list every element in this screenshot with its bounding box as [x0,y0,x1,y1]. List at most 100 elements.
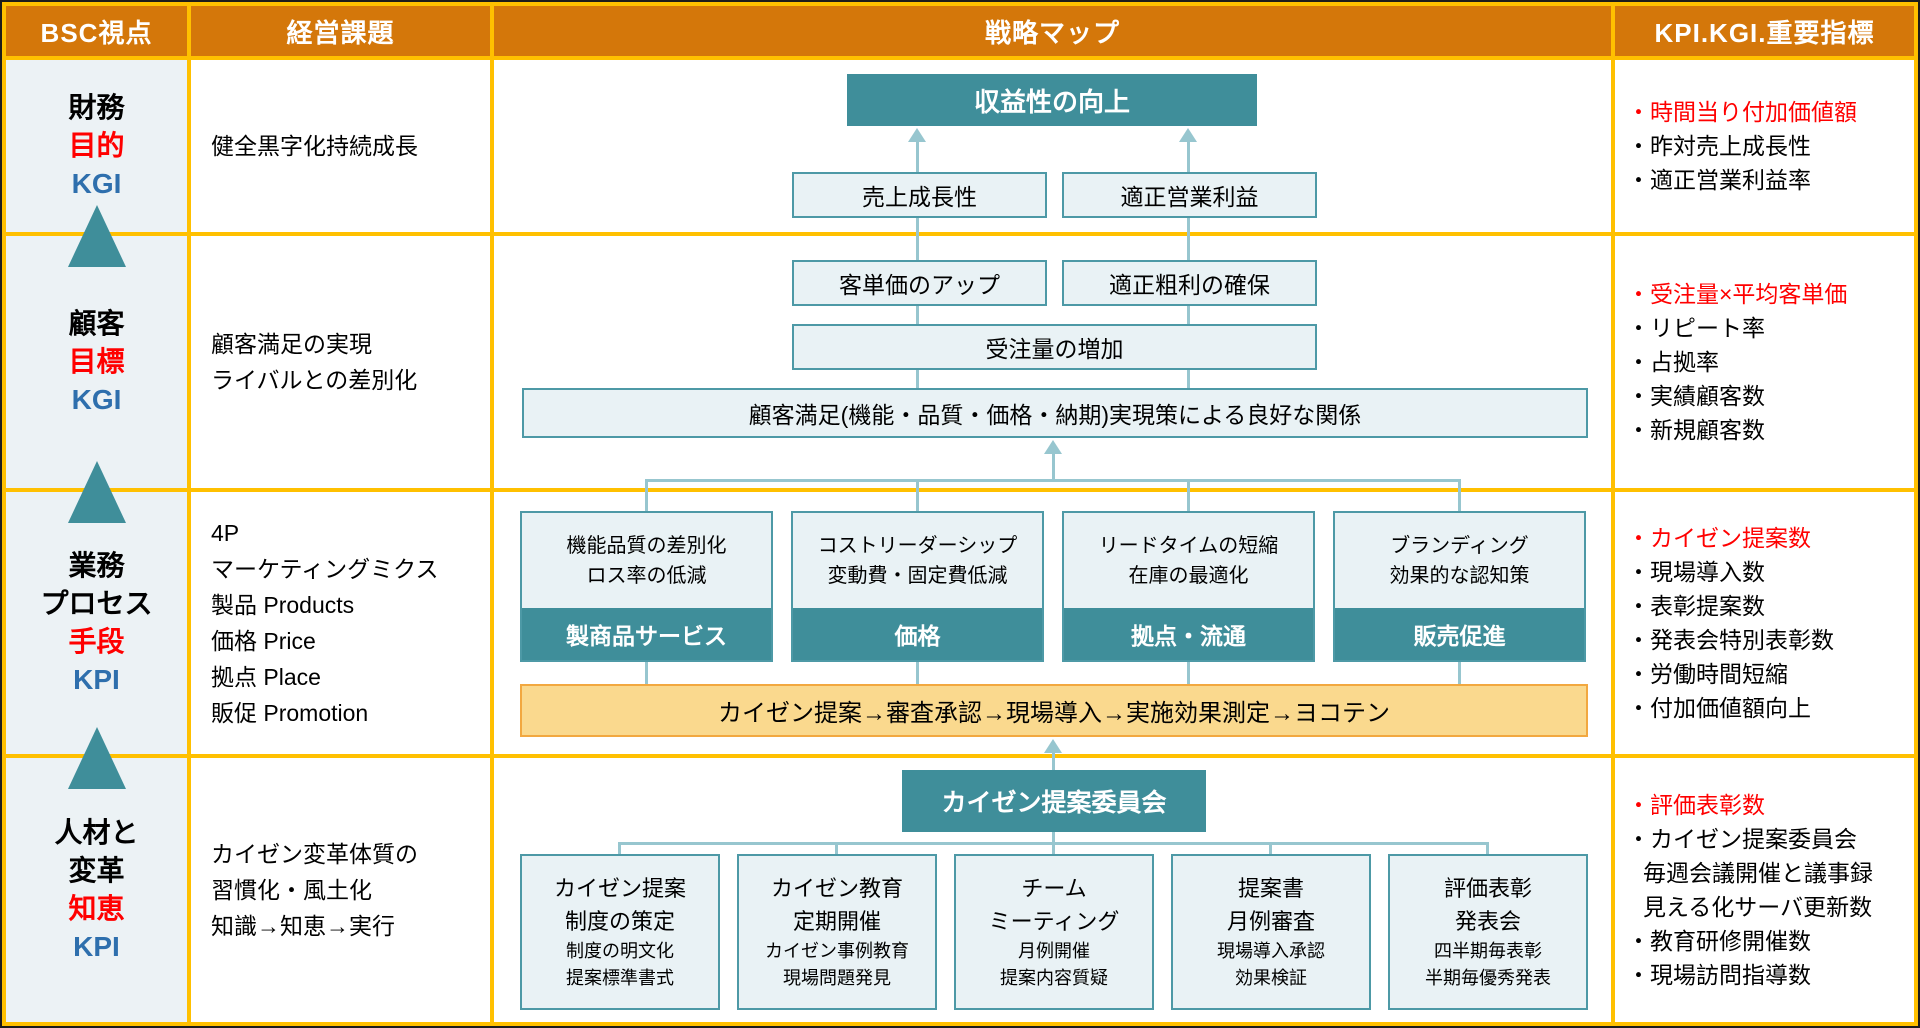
box-sales-growth: 売上成長性 [792,172,1047,218]
perspective-arrow-icon [68,461,126,523]
arrow-up-icon [908,128,926,142]
perspective-goal: 目的 [68,130,125,161]
perspective-people: 人材と 変革 知恵 KPI [6,758,187,1022]
perspective-finance: 財務 目的 KGI [6,60,187,232]
connector-line [645,479,1461,482]
perspective-goal: 目標 [68,346,125,377]
kaizen-flow-bar: カイゼン提案→審査承認→現場導入→実施効果測定→ヨコテン [520,684,1588,737]
box-product-service: 機能品質の差別化 ロス率の低減 製商品サービス [520,511,773,662]
box-band-label: 価格 [793,608,1042,660]
kpi-line: ・リピート率 [1627,315,1765,341]
header-label: KPI.KGI.重要指標 [1654,17,1875,48]
box-award-presentation: 評価表彰 発表会 四半期毎表彰 半期毎優秀発表 [1388,854,1588,1010]
header-bsc-perspective: BSC視点 [6,6,187,56]
kpi-line: ・占拠率 [1627,349,1719,375]
connector-line [618,842,621,854]
perspective-metric: KGI [71,384,122,415]
kpi-line: ・労働時間短縮 [1627,661,1788,687]
box-team-meeting: チーム ミーティング 月例開催 提案内容質疑 [954,854,1154,1010]
kpi-line: ・時間当り付加価値額 [1627,99,1857,125]
kpi-line: ・実績顧客数 [1627,383,1765,409]
connector-line [1187,370,1190,388]
box-operating-profit: 適正営業利益 [1062,172,1317,218]
box-label: 受注量の増加 [985,336,1124,362]
kpi-line: ・昨対売上成長性 [1627,133,1811,159]
arrow-up-icon [1179,128,1197,142]
connector-line [1187,306,1190,324]
box-price: コストリーダーシップ 変動費・固定費低減 価格 [791,511,1044,662]
perspective-name: 財務 [68,92,125,123]
box-label: 顧客満足(機能・品質・価格・納期)実現策による良好な関係 [748,402,1362,428]
box-proposal-system: カイゼン提案 制度の策定 制度の明文化 提案標準書式 [520,854,720,1010]
perspective-goal: 知恵 [68,893,125,924]
issue-text: 健全黒字化持続成長 [211,133,418,159]
perspective-metric: KPI [73,931,120,962]
kpi-line: ・表彰提案数 [1627,593,1765,619]
header-label: BSC視点 [40,17,153,48]
connector-line [1187,662,1190,684]
box-sublabel: 制度の明文化 提案標準書式 [566,941,674,988]
connector-line [1052,753,1055,770]
box-label: 適正営業利益 [1120,184,1259,210]
perspective-arrow-icon [68,205,126,267]
issue-people: カイゼン変革体質の 習慣化・風土化 知識→知恵→実行 [191,758,490,1022]
header-label: 経営課題 [286,17,395,48]
box-label: カイゼン提案 制度の策定 [553,876,686,934]
kpi-line: ・現場訪問指導数 [1627,962,1811,988]
box-proposal-review: 提案書 月例審査 現場導入承認 効果検証 [1171,854,1371,1010]
box-gross-margin: 適正粗利の確保 [1062,260,1317,306]
box-label: 客単価のアップ [839,272,1000,298]
kpi-line: ・新規顧客数 [1627,417,1765,443]
kaizen-flow-label: カイゼン提案→審査承認→現場導入→実施効果測定→ヨコテン [718,700,1390,727]
box-label: チーム ミーティング [988,876,1120,934]
box-label: ブランディング 効果的な認知策 [1389,534,1530,587]
kpi-line: ・カイゼン提案数 [1627,525,1811,551]
connector-line [916,218,919,260]
kpi-line: ・発表会特別表彰数 [1627,627,1834,653]
box-label: コストリーダーシップ 変動費・固定費低減 [817,534,1018,587]
header-label: 戦略マップ [984,17,1120,48]
connector-line [1187,218,1190,260]
box-band-label: 販売促進 [1335,608,1584,660]
kpi-line: ・受注量×平均客単価 [1627,281,1848,307]
issue-text: 4P マーケティングミクス 製品 Products 価格 Price 拠点 Pl… [211,520,439,726]
connector-line [1052,453,1055,481]
box-sublabel: 月例開催 提案内容質疑 [1000,941,1108,988]
box-sublabel: カイゼン事例教育 現場問題発見 [765,941,909,988]
box-location-distribution: リードタイムの短縮 在庫の最適化 拠点・流通 [1062,511,1315,662]
header-strategy-map: 戦略マップ [494,6,1611,56]
box-band-label: 製商品サービス [522,608,771,660]
arrow-up-icon [1044,440,1062,454]
connector-line [645,479,648,511]
connector-line [1187,479,1190,511]
box-band-label: 拠点・流通 [1064,608,1313,660]
box-customer-satisfaction: 顧客満足(機能・品質・価格・納期)実現策による良好な関係 [522,388,1588,438]
kpi-customer: ・受注量×平均客単価 ・リピート率 ・占拠率 ・実績顧客数 ・新規顧客数 [1615,236,1914,488]
box-label: 収益性の向上 [973,86,1130,117]
perspective-metric: KGI [71,168,122,199]
kpi-line: ・カイゼン提案委員会 [1627,826,1857,852]
box-label: カイゼン提案委員会 [941,789,1167,817]
perspective-metric: KPI [73,664,120,695]
connector-line [1458,479,1461,511]
kpi-line: ・教育研修開催数 [1627,928,1811,954]
box-sales-promotion: ブランディング 効果的な認知策 販売促進 [1333,511,1586,662]
connector-line [1269,842,1272,854]
box-label: カイゼン教育 定期開催 [770,876,903,934]
kpi-line: 見える化サーバ更新数 [1643,894,1873,920]
kpi-line: 毎週会議開催と議事録 [1643,860,1873,886]
perspective-customer: 顧客 目標 KGI [6,236,187,488]
connector-line [916,141,919,172]
connector-line [916,370,919,388]
connector-line [1486,842,1489,854]
connector-line [1052,842,1055,854]
issue-process: 4P マーケティングミクス 製品 Products 価格 Price 拠点 Pl… [191,492,490,754]
kpi-line: ・評価表彰数 [1627,792,1765,818]
perspective-name: 業務 プロセス [40,550,153,619]
box-label: 適正粗利の確保 [1109,272,1270,298]
kpi-line: ・現場導入数 [1627,559,1765,585]
box-label: 売上成長性 [862,184,977,210]
kpi-line: ・適正営業利益率 [1627,167,1811,193]
